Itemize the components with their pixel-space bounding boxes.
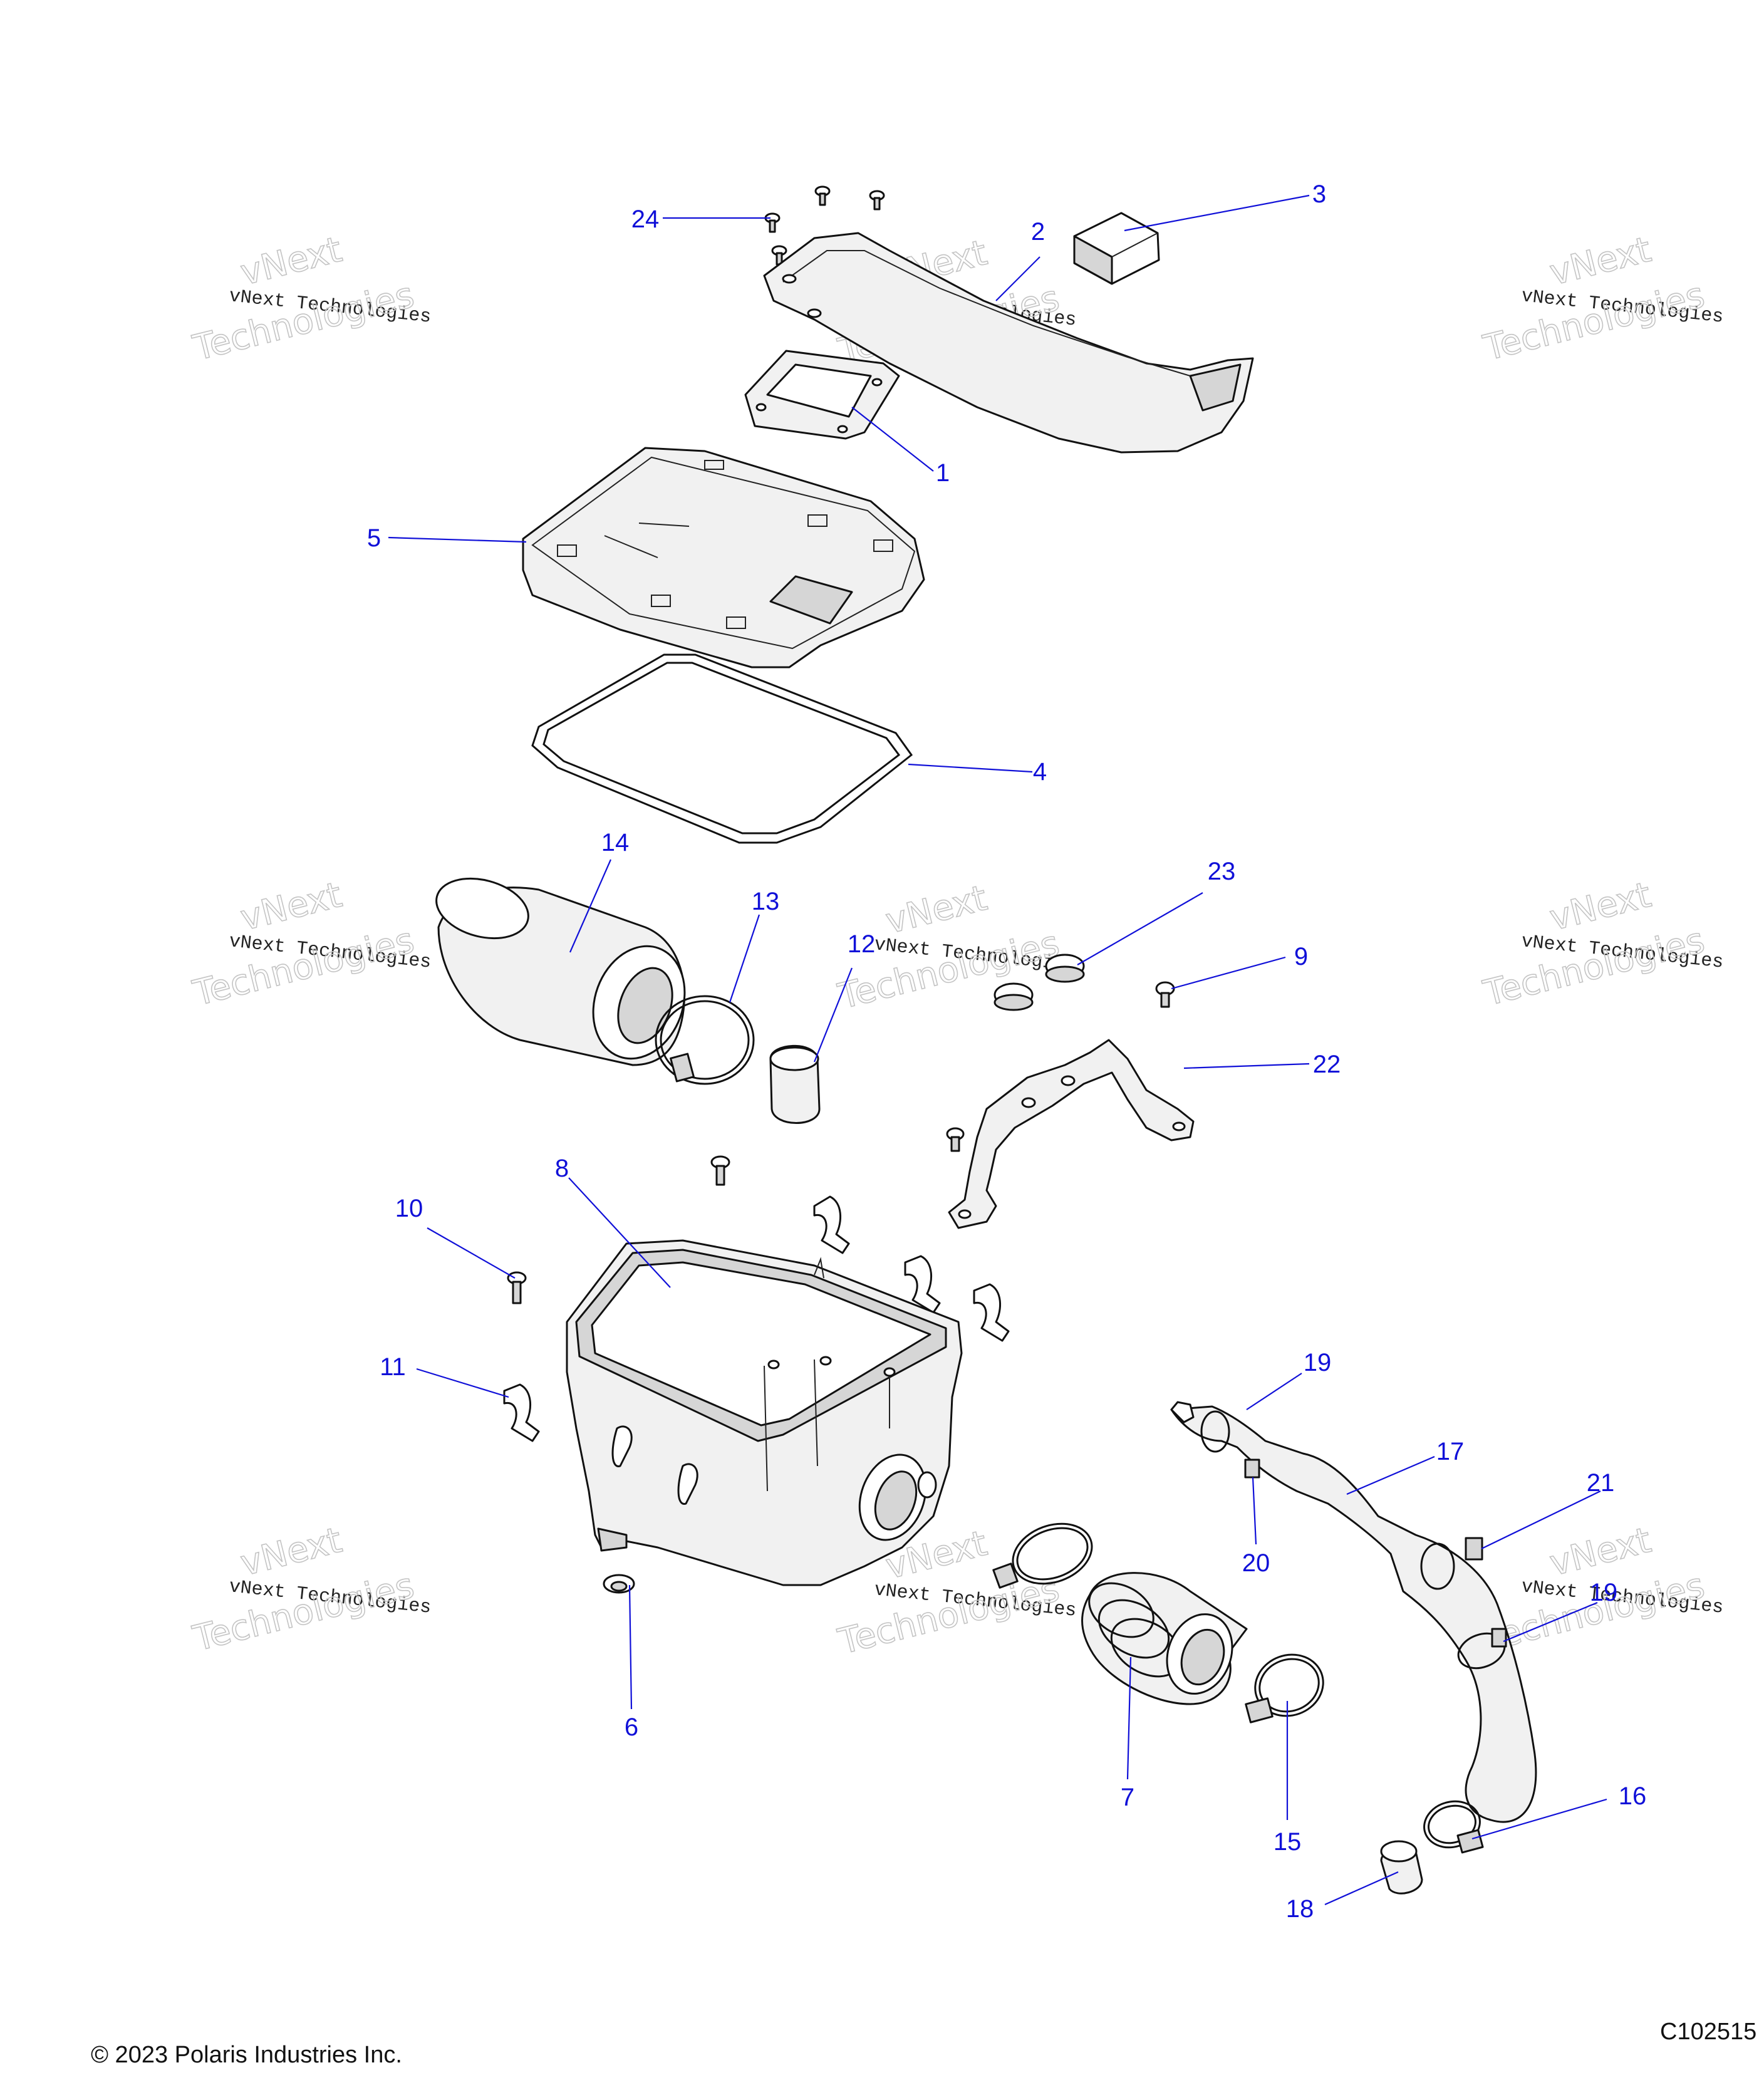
watermark-bottom-left: vNext vNext Technologies Technologies [189,1519,432,1660]
bolt-9 [1155,981,1175,1008]
clamp-16 [1423,1800,1484,1854]
filter-foam [1073,212,1160,285]
watermark-top-right: vNext vNext Technologies Technologies [1479,229,1725,369]
coupler-12 [769,1044,821,1124]
watermark-text: vNext [882,878,991,942]
airbox-cover [522,447,925,668]
callout-16[interactable]: 16 [1619,1782,1647,1810]
copyright-text: © 2023 Polaris Industries Inc. [91,2042,402,2068]
leader-4 [908,763,1033,773]
vent-hose [1170,1401,1537,1823]
leader-11 [416,1368,509,1398]
callout-19-lower[interactable]: 19 [1590,1579,1618,1606]
leader-23 [1077,892,1203,965]
callout-17[interactable]: 17 [1436,1438,1465,1465]
leader-6 [628,1584,633,1710]
leader-9 [1171,956,1286,990]
leader-5 [388,536,527,543]
clamp-15 [1245,1653,1324,1724]
callout-12[interactable]: 12 [848,930,876,958]
leader-8 [568,1177,671,1288]
clamp-13 [655,995,755,1085]
watermark-text: Technologies [834,1568,1064,1662]
leader-17 [1346,1455,1435,1495]
intake-duct [763,232,1254,454]
clamp-boot-upper [992,1522,1093,1589]
figure-id: C102515 [1660,2019,1756,2045]
callout-3[interactable]: 3 [1312,180,1326,208]
leader-19b [1503,1601,1598,1643]
leader-1 [851,407,934,472]
hose-clips [1244,1458,1507,1648]
watermark-text: Technologies [1480,920,1709,1014]
callout-19-upper[interactable]: 19 [1304,1349,1332,1376]
watermark-mid-left: vNext vNext Technologies Technologies [189,874,432,1014]
watermark-text: vNext [237,875,346,939]
watermark-text: vNext [1546,1520,1655,1584]
watermark-text: vNext [237,229,346,294]
watermark-text: Technologies [189,274,418,368]
watermark-text: vNext [1546,875,1655,939]
leader-12 [813,967,853,1063]
clip-group [503,1195,1010,1442]
callout-1[interactable]: 1 [936,459,950,487]
watermark-mid-right: vNext vNext Technologies Technologies [1479,874,1725,1014]
leader-20 [1252,1477,1257,1545]
leader-18 [1324,1871,1399,1906]
callout-24[interactable]: 24 [631,205,660,233]
leader-13 [729,914,760,1003]
gasket-plate [744,350,900,440]
callout-22[interactable]: 22 [1313,1051,1341,1078]
callout-13[interactable]: 13 [752,888,780,915]
callout-5[interactable]: 5 [367,524,381,552]
screw-10 [507,1271,527,1304]
cap-23 [994,954,1085,1011]
callout-9[interactable]: 9 [1294,943,1308,970]
leader-21 [1481,1490,1601,1549]
callout-7[interactable]: 7 [1121,1784,1134,1811]
callout-21[interactable]: 21 [1587,1469,1615,1497]
grommet-6 [603,1574,635,1594]
watermark-top-left: vNext vNext Technologies Technologies [189,229,432,369]
callout-10[interactable]: 10 [395,1195,423,1222]
leader-lines [388,194,1607,1906]
watermark-text: vNext [1546,229,1655,294]
leader-7 [1126,1656,1132,1780]
airbox-lower [566,1239,963,1586]
leader-2 [995,256,1040,301]
callout-8[interactable]: 8 [555,1155,569,1182]
leader-22 [1183,1063,1310,1069]
watermark-text: Technologies [1480,274,1709,368]
callout-14[interactable]: 14 [601,829,630,856]
callout-4[interactable]: 4 [1033,758,1047,786]
intake-boot [1081,1572,1248,1705]
airbox-seal [531,653,913,844]
watermark-text: Technologies [189,1565,418,1659]
leader-3 [1124,194,1310,232]
callout-labels: 1 2 3 4 5 6 7 8 9 10 11 12 13 14 15 16 1… [367,180,1646,1923]
callout-6[interactable]: 6 [625,1713,638,1741]
callout-11[interactable]: 11 [380,1353,406,1381]
leader-16 [1471,1798,1607,1840]
watermark-text: vNext [237,1520,346,1584]
screw-24-group [764,185,885,266]
leader-19a [1246,1373,1302,1410]
screw-bracket [946,1127,965,1152]
plug-18 [1380,1840,1423,1895]
callout-18[interactable]: 18 [1286,1895,1314,1923]
callout-23[interactable]: 23 [1208,858,1236,885]
screw-airbox-top [710,1155,730,1186]
callout-20[interactable]: 20 [1242,1549,1270,1577]
callout-2[interactable]: 2 [1031,218,1045,246]
leader-10 [427,1227,516,1279]
leader-14 [569,859,612,953]
bracket-22 [948,1039,1195,1229]
watermark-text: Technologies [189,920,418,1014]
callout-15[interactable]: 15 [1274,1828,1302,1856]
air-filter [435,877,686,1066]
